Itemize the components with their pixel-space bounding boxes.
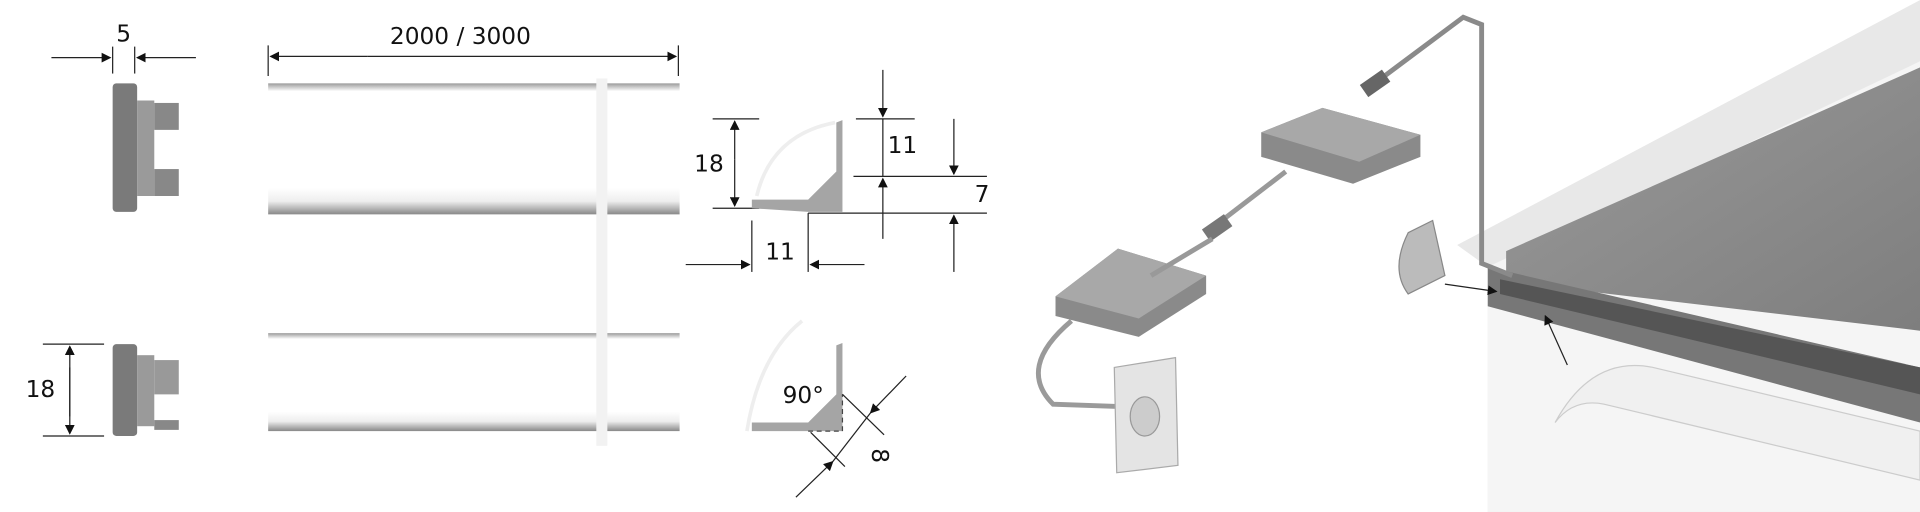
end-cap-width-label: 5 <box>116 21 131 48</box>
section-offset-label: 7 <box>975 181 990 208</box>
wall-socket <box>1113 356 1179 474</box>
profile-corner-angle-view: 90° 8 <box>745 319 907 498</box>
end-cap-piece <box>1398 219 1446 295</box>
corner-depth-label: 8 <box>866 448 893 463</box>
section-width-label: 11 <box>765 239 795 266</box>
profile-length-label: 2000 / 3000 <box>390 23 531 50</box>
end-cap-front-view: 18 <box>26 343 179 437</box>
end-cap-side-view: 5 <box>51 21 196 212</box>
profile-height-label: 18 <box>26 376 56 403</box>
installation-illustration <box>1036 0 1920 512</box>
profile-length-view: 2000 / 3000 <box>267 23 680 446</box>
corner-angle-label: 90° <box>783 382 824 409</box>
distributor-box <box>1201 107 1421 242</box>
connector-cable <box>1359 14 1514 295</box>
section-height-label: 18 <box>694 151 724 178</box>
profile-cross-section: 18 11 7 11 <box>685 69 990 272</box>
driver-box <box>1036 236 1214 410</box>
section-upper-label: 11 <box>888 132 918 159</box>
